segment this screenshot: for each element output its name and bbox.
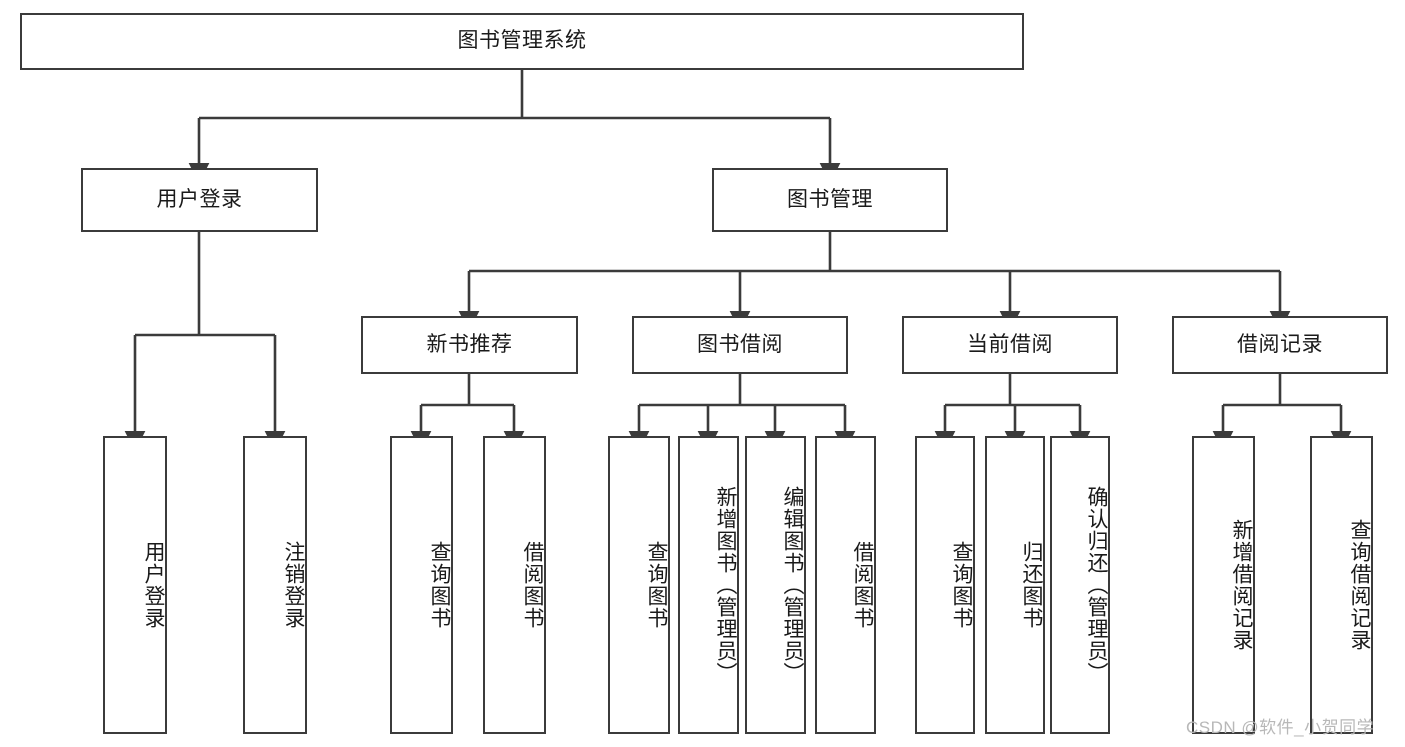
node-current-borrow[interactable]: 当前借阅 bbox=[902, 316, 1118, 374]
leaf-return-book-label: 归还图书 bbox=[1020, 541, 1043, 629]
node-root-system-label: 图书管理系统 bbox=[457, 29, 587, 53]
node-user-login[interactable]: 用户登录 bbox=[81, 168, 318, 232]
leaf-query-borrow-record[interactable]: 查询借阅记录 bbox=[1310, 436, 1373, 734]
leaf-add-book-admin[interactable]: 新增图书（管理员） bbox=[678, 436, 739, 734]
leaf-query-book-newbook[interactable]: 查询图书 bbox=[390, 436, 453, 734]
leaf-query-book-borrow[interactable]: 查询图书 bbox=[608, 436, 670, 734]
leaf-confirm-return-admin[interactable]: 确认归还（管理员） bbox=[1050, 436, 1110, 734]
node-root-system[interactable]: 图书管理系统 bbox=[20, 13, 1024, 70]
node-book-management-label: 图书管理 bbox=[787, 187, 873, 211]
node-new-book-recommendation[interactable]: 新书推荐 bbox=[361, 316, 578, 374]
leaf-borrow-book-newbook-label: 借阅图书 bbox=[521, 541, 544, 629]
node-book-borrow[interactable]: 图书借阅 bbox=[632, 316, 848, 374]
leaf-user-login[interactable]: 用户登录 bbox=[103, 436, 167, 734]
leaf-borrow-book-label: 借阅图书 bbox=[851, 541, 874, 629]
leaf-add-book-admin-label: 新增图书（管理员） bbox=[714, 486, 737, 684]
leaf-query-book-current-label: 查询图书 bbox=[950, 541, 973, 629]
node-book-borrow-label: 图书借阅 bbox=[697, 332, 783, 356]
leaf-edit-book-admin[interactable]: 编辑图书（管理员） bbox=[745, 436, 806, 734]
node-new-book-recommendation-label: 新书推荐 bbox=[426, 332, 513, 356]
leaf-query-book-newbook-label: 查询图书 bbox=[428, 541, 451, 629]
node-borrow-record[interactable]: 借阅记录 bbox=[1172, 316, 1388, 374]
leaf-user-login-label: 用户登录 bbox=[142, 541, 165, 629]
leaf-edit-book-admin-label: 编辑图书（管理员） bbox=[781, 486, 804, 684]
csdn-watermark: CSDN @软件_小贺同学 bbox=[1186, 718, 1375, 737]
leaf-add-borrow-record[interactable]: 新增借阅记录 bbox=[1192, 436, 1255, 734]
leaf-borrow-book[interactable]: 借阅图书 bbox=[815, 436, 876, 734]
leaf-query-borrow-record-label: 查询借阅记录 bbox=[1348, 519, 1371, 651]
node-book-management[interactable]: 图书管理 bbox=[712, 168, 948, 232]
leaf-add-borrow-record-label: 新增借阅记录 bbox=[1230, 519, 1253, 651]
node-current-borrow-label: 当前借阅 bbox=[967, 332, 1053, 356]
leaf-logout[interactable]: 注销登录 bbox=[243, 436, 307, 734]
leaf-return-book[interactable]: 归还图书 bbox=[985, 436, 1045, 734]
node-user-login-label: 用户登录 bbox=[156, 187, 243, 211]
leaf-query-book-current[interactable]: 查询图书 bbox=[915, 436, 975, 734]
node-borrow-record-label: 借阅记录 bbox=[1237, 332, 1323, 356]
leaf-borrow-book-newbook[interactable]: 借阅图书 bbox=[483, 436, 546, 734]
leaf-logout-label: 注销登录 bbox=[282, 541, 305, 629]
leaf-query-book-borrow-label: 查询图书 bbox=[645, 541, 668, 629]
leaf-confirm-return-admin-label: 确认归还（管理员） bbox=[1085, 486, 1108, 684]
